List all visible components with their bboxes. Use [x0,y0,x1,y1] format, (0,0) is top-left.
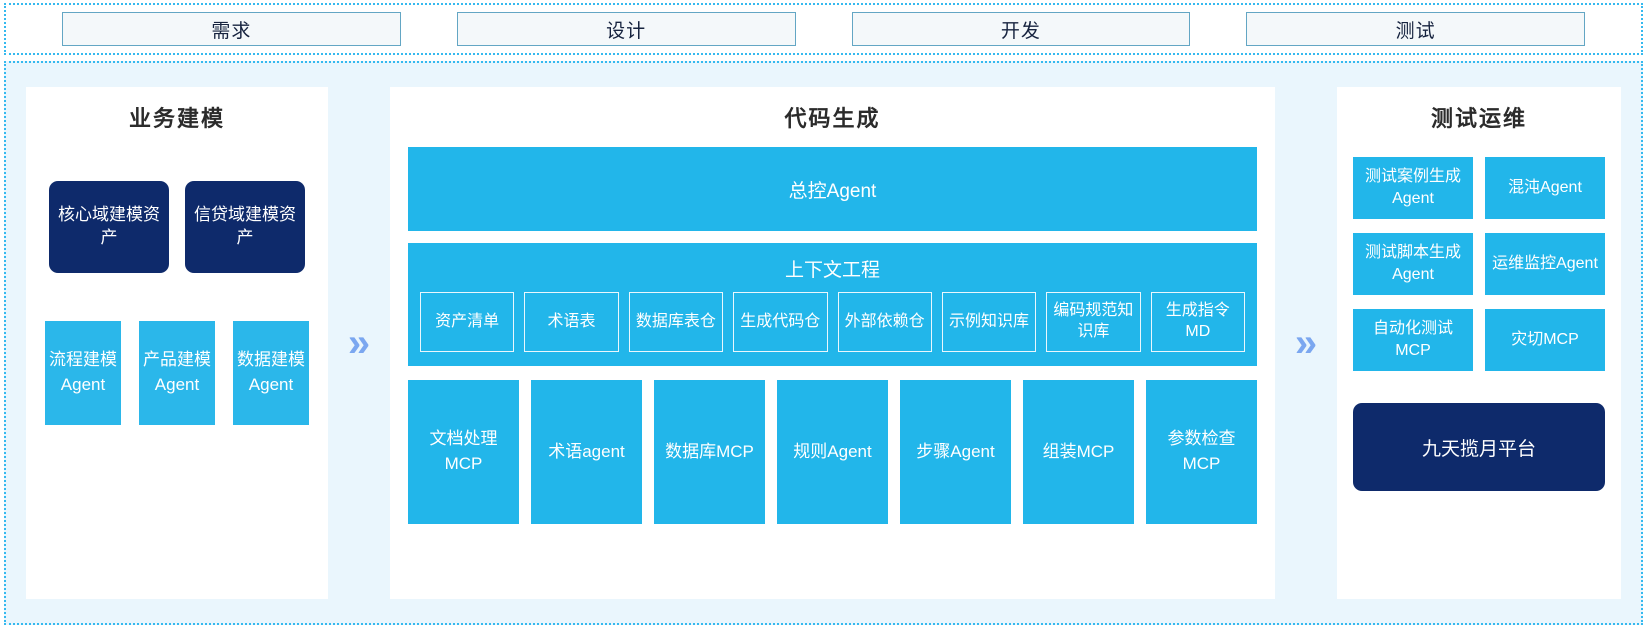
context-item-asset-list[interactable]: 资产清单 [420,292,515,352]
phase-chip-development[interactable]: 开发 [851,12,1191,46]
card-test-case-generation-agent[interactable]: 测试案例生成Agent [1353,157,1473,219]
card-disaster-switch-mcp[interactable]: 灾切MCP [1485,309,1605,371]
context-item-database-table-repo[interactable]: 数据库表仓 [628,292,724,352]
card-chaos-agent[interactable]: 混沌Agent [1485,157,1605,219]
panel-title-code-generation: 代码生成 [784,106,881,131]
card-ops-monitoring-agent[interactable]: 运维监控Agent [1485,233,1605,295]
asset-card-credit-domain[interactable]: 信贷域建模资产 [185,181,305,273]
test-ops-card-grid: 测试案例生成Agent 混沌Agent 测试脚本生成Agent 运维监控Agen… [1353,157,1605,371]
modeling-agent-row: 流程建模Agent 产品建模Agent 数据建模Agent [45,321,309,425]
tool-card-step-agent[interactable]: 步骤Agent [900,380,1011,524]
platform-card-jiutian-lanyue[interactable]: 九天揽月平台 [1353,403,1605,491]
agent-card-process-modeling[interactable]: 流程建模Agent [45,321,121,425]
tool-card-document-processing-mcp[interactable]: 文档处理MCP [408,380,519,524]
panel-title-business-modeling: 业务建模 [128,106,225,131]
context-item-glossary[interactable]: 术语表 [524,292,619,352]
asset-card-row: 核心域建模资产 信贷域建模资产 [49,181,305,273]
double-chevron-right-icon-left: » [347,321,371,365]
code-generation-stack: 总控Agent 上下文工程 资产清单 术语表 数据库表仓 生成代码仓 外部依赖仓… [408,147,1257,524]
agent-card-data-modeling[interactable]: 数据建模Agent [233,321,309,425]
main-frame: 业务建模 核心域建模资产 信贷域建模资产 流程建模Agent 产品建模Agent… [4,61,1643,625]
context-item-generation-instruction-md[interactable]: 生成指令MD [1150,292,1245,352]
tool-card-row: 文档处理MCP 术语agent 数据库MCP 规则Agent 步骤Agent 组… [408,380,1257,524]
card-automated-test-mcp[interactable]: 自动化测试MCP [1353,309,1473,371]
phase-chip-testing[interactable]: 测试 [1246,12,1585,46]
asset-card-core-domain[interactable]: 核心域建模资产 [49,181,169,273]
tool-card-glossary-agent[interactable]: 术语agent [531,380,642,524]
agent-card-product-modeling[interactable]: 产品建模Agent [139,321,215,425]
phase-bar: 需求 设计 开发 测试 [4,3,1643,55]
tool-card-parameter-check-mcp[interactable]: 参数检查MCP [1146,380,1257,524]
panel-code-generation: 代码生成 总控Agent 上下文工程 资产清单 术语表 数据库表仓 生成代码仓 … [390,87,1275,599]
context-engineering-title: 上下文工程 [784,260,880,281]
tool-card-rule-agent[interactable]: 规则Agent [777,380,888,524]
panel-test-operations: 测试运维 测试案例生成Agent 混沌Agent 测试脚本生成Agent 运维监… [1337,87,1621,599]
tool-card-database-mcp[interactable]: 数据库MCP [654,380,765,524]
context-item-coding-standard-knowledge-base[interactable]: 编码规范知识库 [1046,292,1141,352]
phase-chip-design[interactable]: 设计 [456,12,796,46]
panel-business-modeling: 业务建模 核心域建模资产 信贷域建模资产 流程建模Agent 产品建模Agent… [26,87,328,599]
card-test-script-generation-agent[interactable]: 测试脚本生成Agent [1353,233,1473,295]
context-item-external-dependency-repo[interactable]: 外部依赖仓 [837,292,932,352]
context-engineering-block: 上下文工程 资产清单 术语表 数据库表仓 生成代码仓 外部依赖仓 示例知识库 编… [408,243,1257,366]
phase-chip-requirements[interactable]: 需求 [62,12,401,46]
tool-card-assembly-mcp[interactable]: 组装MCP [1023,380,1134,524]
context-engineering-items: 资产清单 术语表 数据库表仓 生成代码仓 外部依赖仓 示例知识库 编码规范知识库… [420,292,1245,352]
context-item-example-knowledge-base[interactable]: 示例知识库 [941,292,1037,352]
double-chevron-right-icon-right: » [1294,321,1318,365]
context-item-generated-code-repo[interactable]: 生成代码仓 [733,292,828,352]
master-control-agent-bar[interactable]: 总控Agent [408,147,1257,231]
panel-title-test-operations: 测试运维 [1430,106,1527,131]
